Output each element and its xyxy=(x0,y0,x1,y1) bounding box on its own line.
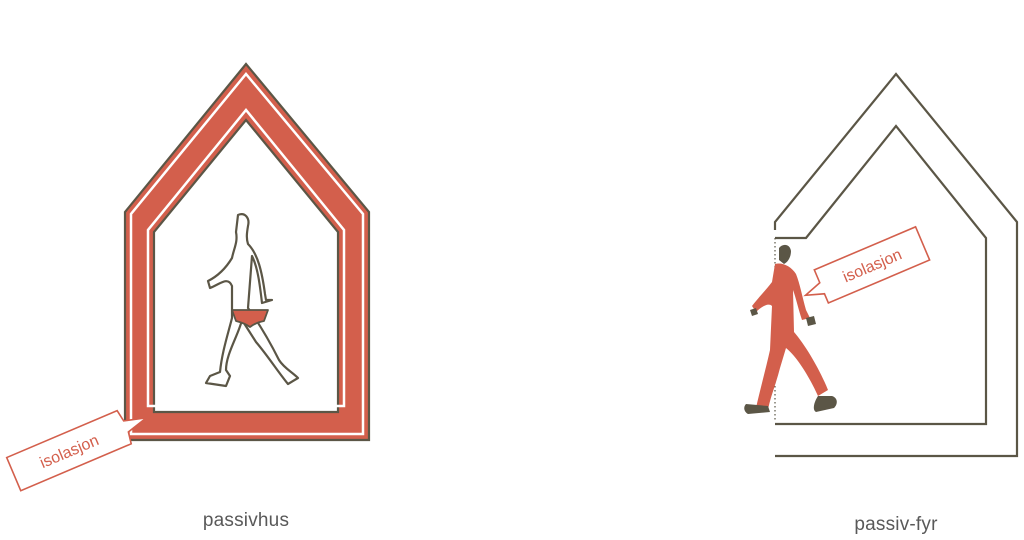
person-in-underwear-icon xyxy=(206,214,298,386)
isolasjon-tag-right: isolasjon xyxy=(798,227,930,310)
caption-passivhus: passivhus xyxy=(203,510,289,532)
caption-passiv-fyr: passiv-fyr xyxy=(854,514,937,536)
